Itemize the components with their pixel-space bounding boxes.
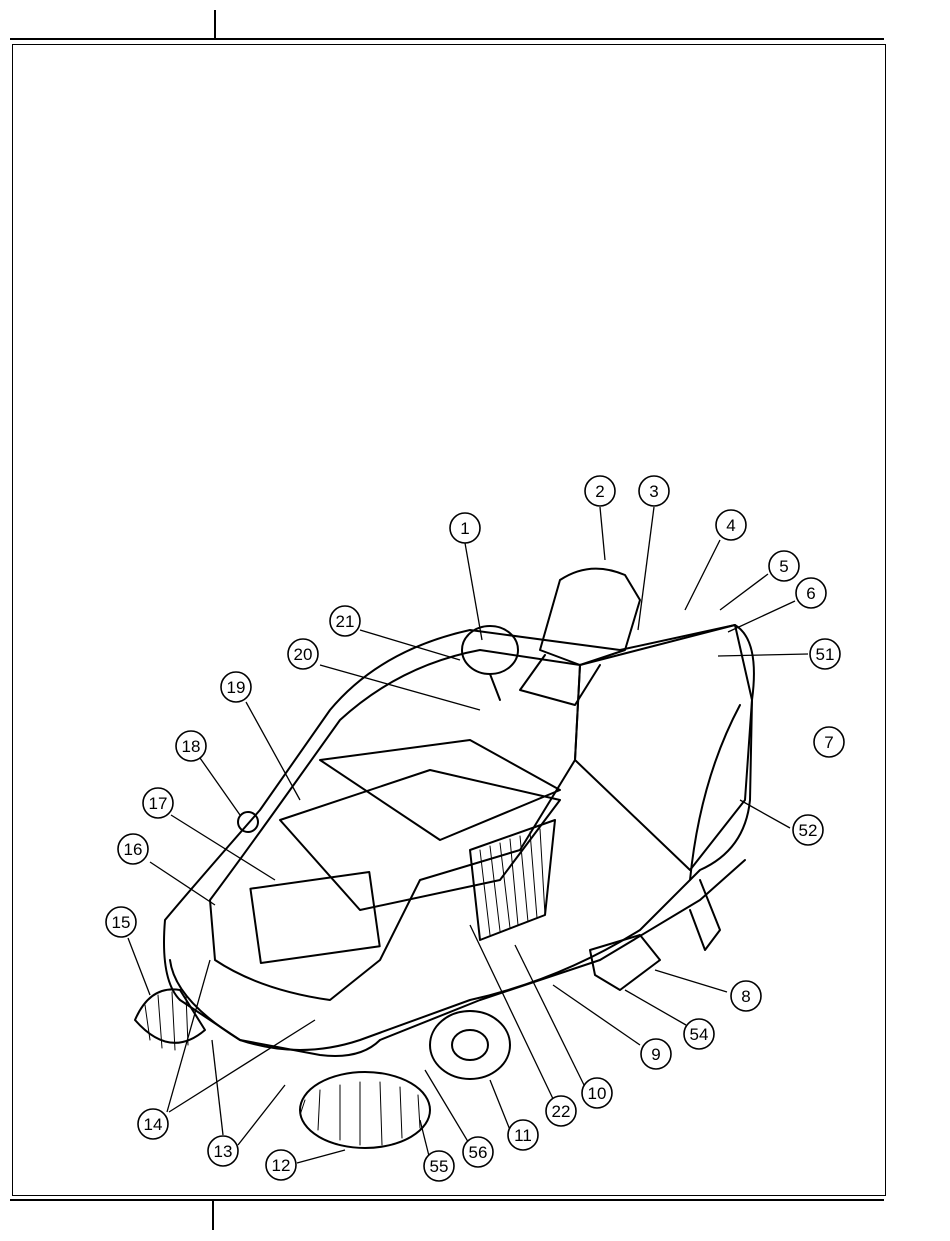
callout-8: 8 <box>731 981 761 1011</box>
callout-number: 16 <box>124 840 143 859</box>
callout-number: 52 <box>799 821 818 840</box>
callout-4: 4 <box>716 510 746 540</box>
callout-56: 56 <box>463 1137 493 1167</box>
headlight <box>238 812 258 832</box>
callout-10: 10 <box>582 1078 612 1108</box>
control-panel <box>320 740 560 840</box>
callout-number: 10 <box>588 1084 607 1103</box>
callout-number: 8 <box>741 987 750 1006</box>
callout-2: 2 <box>585 476 615 506</box>
callout-55: 55 <box>424 1151 454 1181</box>
rear-hose <box>690 705 740 880</box>
front-bumper <box>170 960 380 1056</box>
callout-number: 1 <box>460 519 469 538</box>
callout-number: 51 <box>816 645 835 664</box>
callout-14: 14 <box>138 1109 168 1139</box>
machine-body-outline <box>164 625 754 1050</box>
callout-13: 13 <box>208 1136 238 1166</box>
callout-16: 16 <box>118 834 148 864</box>
callout-7: 7 <box>814 727 844 757</box>
radiator-grille <box>470 820 555 940</box>
callout-21: 21 <box>330 606 360 636</box>
callout-number: 21 <box>336 612 355 631</box>
callout-number: 2 <box>595 482 604 501</box>
callout-11: 11 <box>508 1120 538 1150</box>
front-panel-block <box>250 872 379 963</box>
callout-number: 54 <box>690 1025 709 1044</box>
callout-number: 12 <box>272 1156 291 1175</box>
callout-number: 17 <box>149 794 168 813</box>
callout-17: 17 <box>143 788 173 818</box>
callout-number: 13 <box>214 1142 233 1161</box>
rear-squeegee <box>590 935 660 990</box>
callout-15: 15 <box>106 907 136 937</box>
callout-1: 1 <box>450 513 480 543</box>
callout-number: 14 <box>144 1115 163 1134</box>
callout-number: 11 <box>514 1126 532 1145</box>
callout-number: 56 <box>469 1143 488 1162</box>
callout-number: 3 <box>649 482 658 501</box>
rear-engine-hood <box>575 625 752 870</box>
callout-number: 18 <box>182 737 201 756</box>
callout-5: 5 <box>769 551 799 581</box>
callout-22: 22 <box>546 1096 576 1126</box>
callout-number: 19 <box>227 678 246 697</box>
callout-9: 9 <box>641 1039 671 1069</box>
callout-number: 15 <box>112 913 131 932</box>
callout-number: 9 <box>651 1045 660 1064</box>
callout-number: 55 <box>430 1157 449 1176</box>
callout-6: 6 <box>796 578 826 608</box>
callout-54: 54 <box>684 1019 714 1049</box>
callout-number: 5 <box>779 557 788 576</box>
callout-number: 22 <box>552 1102 571 1121</box>
callout-18: 18 <box>176 731 206 761</box>
callout-19: 19 <box>221 672 251 702</box>
callout-number: 6 <box>806 584 815 603</box>
callout-number: 7 <box>824 733 833 752</box>
callout-number: 20 <box>294 645 313 664</box>
hopper-cover <box>280 770 560 910</box>
machine-upper-deck <box>210 650 580 1000</box>
callout-52: 52 <box>793 815 823 845</box>
operator-seat <box>540 569 640 665</box>
callout-20: 20 <box>288 639 318 669</box>
callout-12: 12 <box>266 1150 296 1180</box>
front-wheel <box>430 1011 510 1079</box>
callout-number: 4 <box>726 516 735 535</box>
callout-3: 3 <box>639 476 669 506</box>
callout-51: 51 <box>810 639 840 669</box>
